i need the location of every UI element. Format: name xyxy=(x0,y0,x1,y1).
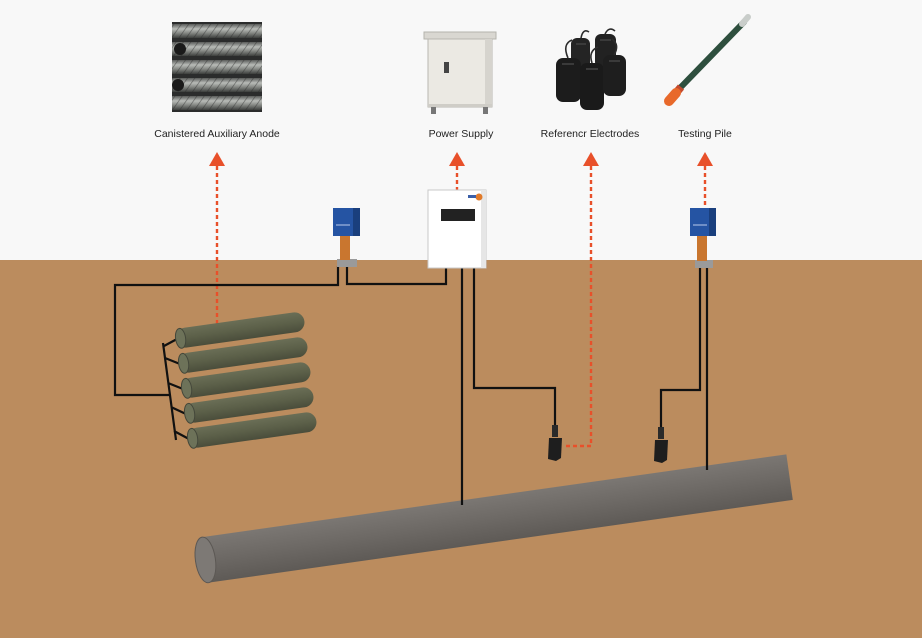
anode-bundle xyxy=(161,312,317,449)
label-power-supply: Power Supply xyxy=(429,128,495,140)
reference-electrode-left xyxy=(548,425,562,461)
arrowhead-icon xyxy=(583,152,599,166)
reference-electrode-right xyxy=(654,427,668,463)
label-reference-electrodes: Referencr Electrodes xyxy=(541,128,640,140)
power-supply-unit xyxy=(427,189,487,269)
anode-canister xyxy=(186,412,317,449)
power-supply-cabinet-photo xyxy=(423,31,497,114)
arrowhead-icon xyxy=(449,152,465,166)
brand-logo-icon xyxy=(475,193,483,201)
junction-box-left xyxy=(333,208,360,267)
label-canistered-auxiliary-anode: Canistered Auxiliary Anode xyxy=(154,128,280,140)
pipeline xyxy=(194,454,793,584)
junction-to-power-wire xyxy=(345,266,448,286)
anode-canister xyxy=(180,362,311,399)
anode-canister-photo xyxy=(172,22,262,112)
testing-pile-rod-photo xyxy=(664,14,751,106)
test-pile-box xyxy=(690,208,716,268)
power-to-electrode-wire xyxy=(472,268,557,426)
reference-electrode-bags-photo xyxy=(556,28,626,110)
pointer-anode xyxy=(209,152,225,330)
anode-canister xyxy=(183,387,314,424)
anode-bracket xyxy=(161,338,190,441)
testpile-to-electrode-wire xyxy=(659,266,702,428)
pointer-power-supply xyxy=(449,152,465,190)
anode-canister xyxy=(177,337,308,374)
pointer-testing-pile xyxy=(697,152,713,208)
arrowhead-icon xyxy=(209,152,225,166)
pointer-reference-electrode xyxy=(563,152,599,448)
anode-feed-wire xyxy=(113,266,340,397)
label-testing-pile: Testing Pile xyxy=(678,128,732,140)
arrowhead-icon xyxy=(697,152,713,166)
anode-canister xyxy=(174,312,305,349)
display-screen xyxy=(441,209,475,221)
